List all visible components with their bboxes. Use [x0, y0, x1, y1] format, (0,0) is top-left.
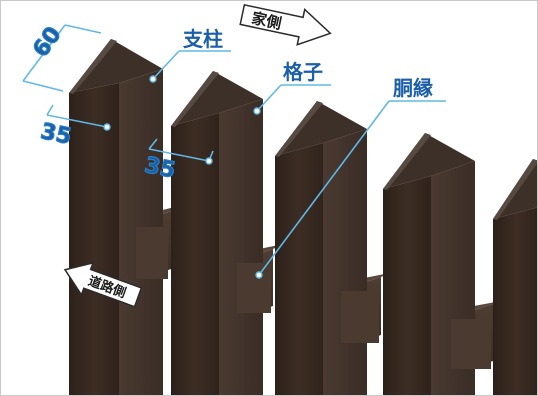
- rail-fronts: [136, 227, 491, 369]
- dimension-post-width: 35: [38, 119, 73, 150]
- leader-lines: [22, 24, 446, 276]
- label-rail: 胴縁: [392, 76, 433, 100]
- post: [69, 39, 163, 395]
- house-side-label: 家側: [250, 9, 283, 33]
- leader-dots: [103, 75, 263, 279]
- label-slat: 格子: [283, 60, 323, 84]
- slat: [383, 133, 475, 395]
- slat: [171, 71, 263, 395]
- dimension-post-depth: 60: [29, 23, 67, 62]
- slat: [493, 159, 537, 395]
- road-side-arrow: 道路側: [63, 261, 143, 308]
- slat: [275, 101, 367, 395]
- house-side-arrow: 家側: [239, 3, 332, 46]
- label-post: 支柱: [183, 27, 223, 51]
